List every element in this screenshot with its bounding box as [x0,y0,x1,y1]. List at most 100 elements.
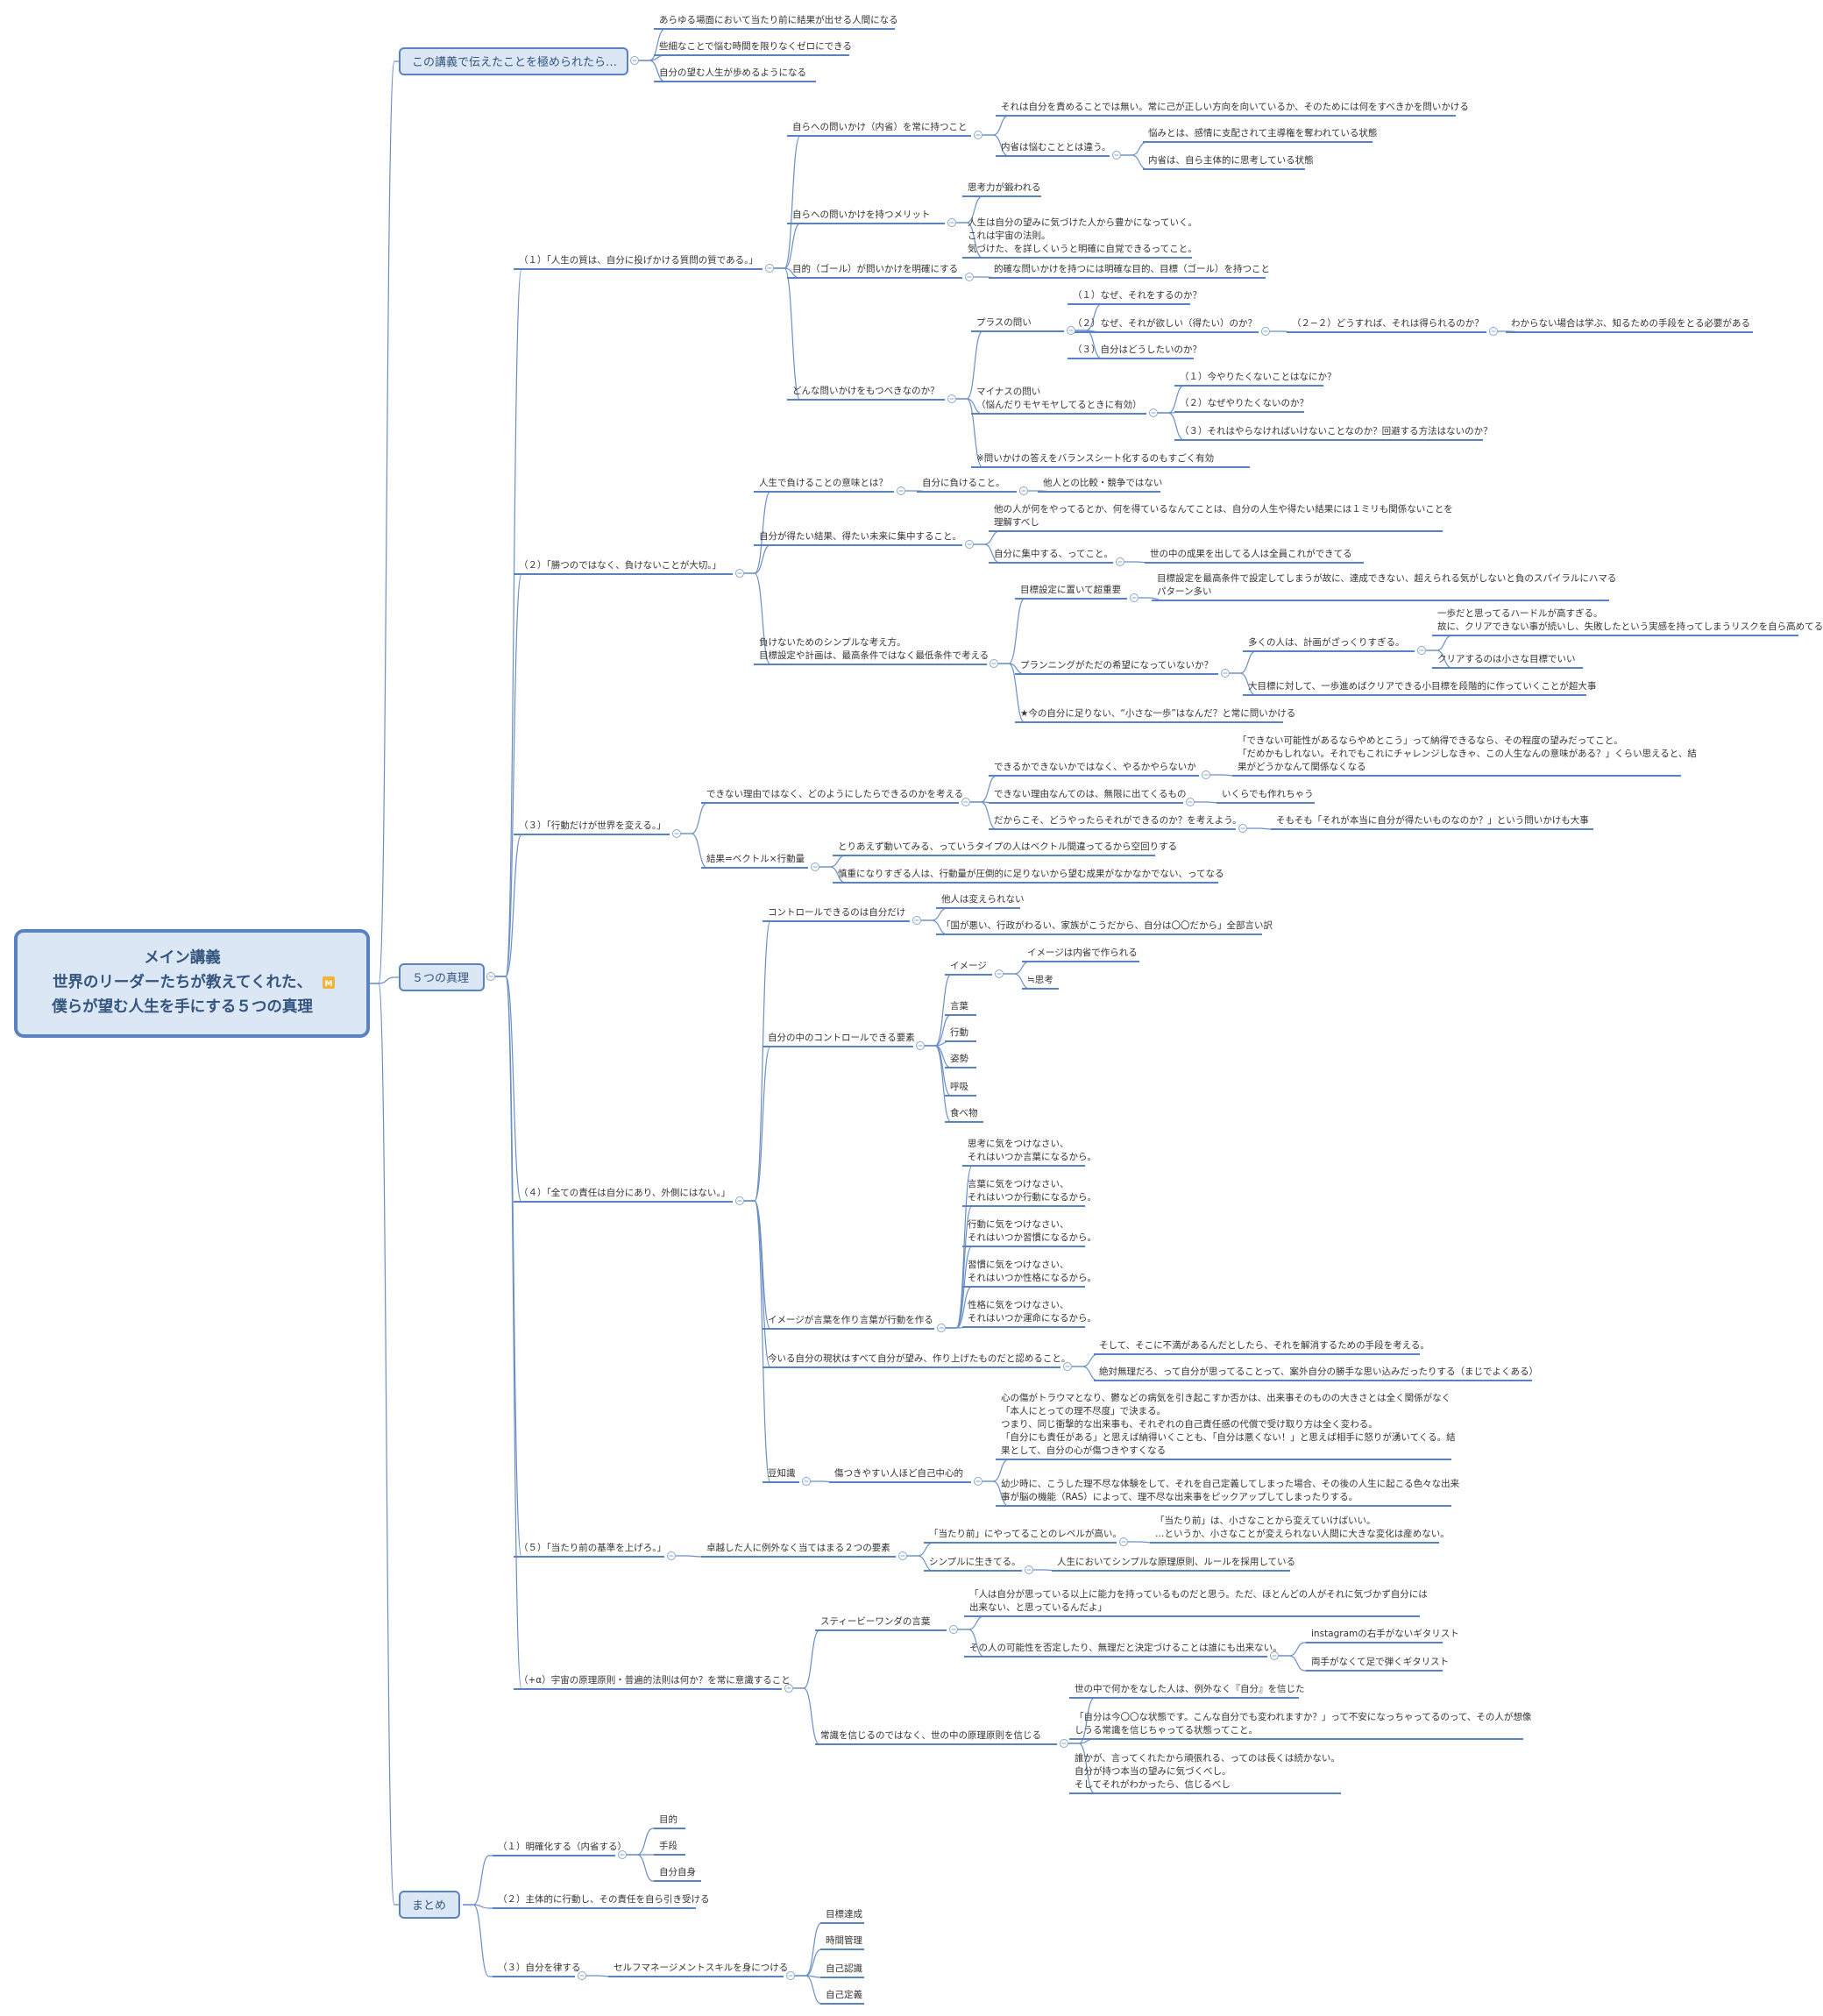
collapse-toggle-icon[interactable] [630,56,639,65]
topic[interactable]: 習慣に気をつけなさい、それはいつか性格になるから。 [962,1259,1096,1288]
collapse-toggle-icon[interactable] [1238,824,1247,833]
topic[interactable]: 手段 [654,1840,685,1856]
topic[interactable]: 自らへの問いかけを持つメリット [787,209,945,224]
topic[interactable]: 自分が得たい結果、得たい未来に集中すること。 [754,530,962,546]
topic[interactable]: （３）自分はどうしたいのか？ [1068,344,1202,359]
collapse-toggle-icon[interactable] [947,394,956,403]
topic[interactable]: 世の中で何かをなした人は、例外なく『自分』を信じた [1069,1683,1305,1699]
topic[interactable]: 内省は悩むこととは違う。 [996,141,1110,157]
collapse-toggle-icon[interactable] [974,131,982,139]
topic[interactable]: 性格に気をつけなさい、それはいつか運命になるから。 [962,1299,1096,1328]
collapse-toggle-icon[interactable] [937,1324,946,1332]
collapse-toggle-icon[interactable] [672,829,681,838]
topic[interactable]: 人生は自分の望みに気づけた人から豊かになっていく。これは宇宙の法則。気づけた、を… [962,217,1197,259]
collapse-toggle-icon[interactable] [965,273,974,281]
topic[interactable]: 目的（ゴール）が問いかけを明確にする [787,263,962,279]
collapse-toggle-icon[interactable] [1060,1739,1068,1748]
topic[interactable]: 悩みとは、感情に支配されて主導権を奪われている状態 [1143,127,1377,143]
topic[interactable]: シンプルに生きてる。 [924,1556,1022,1572]
topic[interactable]: 「人は自分が思っている以上に能力を持っているものだと思う。ただ、ほとんどの人がそ… [964,1588,1428,1617]
topic[interactable]: 呼吸 [945,1082,976,1097]
topic[interactable]: （１）今やりたくないことはなにか？ [1174,371,1337,387]
topic[interactable]: 「当たり前」は、小さなことから変えていけばいい。…というか、小さなことが変えられ… [1150,1515,1450,1544]
truth-5[interactable]: （５）「当たり前の基準を上げろ。」 [514,1542,666,1558]
topic[interactable]: いくらでも作れちゃう [1217,789,1315,804]
topic[interactable]: 結果=ベクトル×行動量 [701,853,808,869]
topic[interactable]: 自分の中のコントロールできる要素 [763,1032,915,1047]
collapse-toggle-icon[interactable] [1063,1362,1072,1371]
topic[interactable]: 自己認識 [820,1963,864,1978]
topic[interactable]: 目標設定を最高条件で設定してしまうが故に、達成できない、超えられる気がしないと負… [1152,572,1616,601]
collapse-toggle-icon[interactable] [1417,646,1426,655]
collapse-toggle-icon[interactable] [1025,1565,1033,1574]
topic[interactable]: わからない場合は学ぶ、知るための手段をとる必要がある [1506,317,1753,333]
truth-1[interactable]: （１）「人生の質は、自分に投げかける質問の質である。」 [514,254,763,270]
collapse-toggle-icon[interactable] [1221,669,1230,678]
topic[interactable]: だからこそ、どうやったらそれができるのか？を考えよう。 [989,814,1242,830]
topic[interactable]: 今いる自分の現状はすべて自分が望み、作り上げたものだと認めること。 [763,1352,1070,1368]
topic[interactable]: 目標達成 [820,1908,864,1924]
topic[interactable]: 他の人が何をやってるとか、何を得ているなんてことは、自分の人生や得たい結果には１… [989,503,1453,532]
topic[interactable]: コントロールできるのは自分だけ [763,906,910,922]
topic[interactable]: クリアするのは小さな目標でいい [1432,653,1583,669]
truth-4[interactable]: （４）「全ての責任は自分にあり、外側にはない。」 [514,1187,733,1203]
collapse-toggle-icon[interactable] [1067,326,1075,335]
topic[interactable]: 傷つきやすい人ほど自己中心的 [829,1467,971,1483]
collapse-toggle-icon[interactable] [486,972,495,981]
topic[interactable]: 一歩だと思ってるハードルが高すぎる。故に、クリアできない事が続いし、失敗したとい… [1432,607,1823,636]
collapse-toggle-icon[interactable] [1130,593,1138,602]
topic[interactable]: 自分自身 [654,1866,701,1882]
topic[interactable]: 卓越した人に例外なく当てはまる２つの要素 [701,1542,896,1558]
topic[interactable]: instagramの右手がないギタリスト [1306,1628,1459,1643]
topic[interactable]: ≒思考 [1022,975,1059,990]
topic[interactable]: プランニングがただの希望になっていないか？ [1015,659,1218,675]
collapse-toggle-icon[interactable] [990,659,998,668]
main-topic-goal[interactable]: この講義で伝えたことを極められたら… [399,47,628,75]
collapse-toggle-icon[interactable] [784,1684,793,1693]
topic[interactable]: （２）なぜやりたくないのか？ [1174,398,1309,413]
topic[interactable]: そもそも「それが本当に自分が得たいものなのか？」という問いかけも大事 [1271,814,1593,830]
topic[interactable]: ★今の自分に足りない、“小さな一歩”はなんだ？と常に問いかける [1015,707,1295,723]
collapse-toggle-icon[interactable] [897,486,905,495]
collapse-toggle-icon[interactable] [765,264,774,273]
topic[interactable]: 両手がなくて足で弾くギタリスト [1306,1656,1449,1672]
topic[interactable]: 「国が悪い、行政がわるい、家族がこうだから、自分は〇〇だから」全部言い訳 [936,919,1273,935]
topic[interactable]: 思考に気をつけなさい、それはいつか言葉になるから。 [962,1138,1096,1167]
collapse-toggle-icon[interactable] [786,1971,795,1980]
topic[interactable]: （２）なぜ、それが欲しい（得たい）のか？ [1068,317,1259,333]
topic[interactable]: どんな問いかけをもつべきなのか？ [787,386,945,401]
collapse-toggle-icon[interactable] [947,218,956,227]
collapse-toggle-icon[interactable] [916,1041,925,1050]
main-topic-summary[interactable]: まとめ [399,1891,460,1919]
topic[interactable]: 思考力が鍛われる [962,181,1041,197]
collapse-toggle-icon[interactable] [995,969,1004,978]
topic[interactable]: 自分に負けること。 [917,477,1017,493]
main-topic-five-truths[interactable]: ５つの真理 [399,963,485,991]
summary-item[interactable]: （１）明確化する（内省する） [493,1841,627,1856]
topic[interactable]: 慎重になりすぎる人は、行動量が圧倒的に足りないから望む成果がなかなかでない、って… [833,868,1224,884]
collapse-toggle-icon[interactable] [735,1196,744,1205]
goal-item[interactable]: 些細なことで悩む時間を限りなくゼロにできる [654,40,852,56]
topic[interactable]: 行動に気をつけなさい、それはいつか習慣になるから。 [962,1218,1096,1247]
topic[interactable]: 心の傷がトラウマとなり、鬱などの病気を引き起こすか否かは、出来事そのものの大きさ… [996,1392,1456,1460]
topic[interactable]: 幼少時に、こうした理不尽な体験をして、それを自己定義してしまった場合、その後の人… [996,1478,1460,1507]
collapse-toggle-icon[interactable] [578,1971,586,1980]
topic[interactable]: 自己定義 [820,1989,864,2005]
topic[interactable]: 大目標に対して、一歩進めばクリアできる小目標を段階的に作っていくことが超大事 [1243,680,1597,696]
collapse-toggle-icon[interactable] [949,1625,958,1634]
topic[interactable]: セルフマネージメントスキルを身につける [608,1962,788,1977]
topic[interactable]: ※問いかけの答えをバランスシート化するのもすごく有効 [971,452,1250,468]
collapse-toggle-icon[interactable] [811,862,819,871]
topic[interactable]: 目標設定に置いて超重要 [1015,584,1127,600]
truth-2[interactable]: （２）「勝つのではなく、負けないことが大切。」 [514,559,733,575]
topic[interactable]: できない理由ではなく、どのようにしたらできるのかを考える [701,788,963,804]
topic[interactable]: そして、そこに不満があるんだとしたら、それを解消するための手段を考える。 [1094,1339,1429,1355]
topic[interactable]: 「当たり前」にやってることのレベルが高い。 [924,1528,1122,1544]
summary-item[interactable]: （２）主体的に行動し、その責任を自ら引き受ける [493,1893,710,1909]
topic[interactable]: プラスの問い [971,317,1064,332]
topic[interactable]: 言葉 [945,1000,976,1016]
collapse-toggle-icon[interactable] [1149,408,1158,417]
topic[interactable]: マイナスの問い（悩んだりモヤモヤしてるときに有効） [971,387,1146,415]
topic[interactable]: 世の中の成果を出してる人は全員これができてる [1145,548,1364,564]
